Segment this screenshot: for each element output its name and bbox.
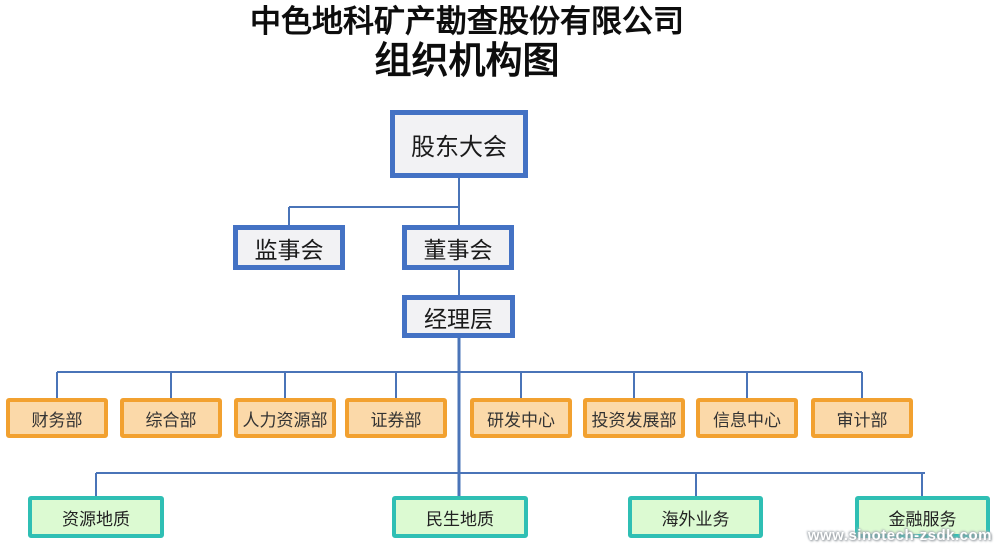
node-label: 综合部 <box>145 410 197 430</box>
department-node: 研发中心 <box>470 398 572 438</box>
subsidiary-node: 金融服务 <box>855 496 990 538</box>
node-shareholders-meeting: 股东大会 <box>390 110 528 178</box>
node-label: 经理层 <box>424 305 493 332</box>
department-node: 综合部 <box>120 398 222 438</box>
department-node: 投资发展部 <box>583 398 685 438</box>
node-label: 董事会 <box>423 236 493 263</box>
subsidiary-node: 海外业务 <box>628 496 763 538</box>
department-node: 财务部 <box>6 398 108 438</box>
node-label: 投资发展部 <box>591 410 677 430</box>
node-label: 股东大会 <box>411 133 507 161</box>
node-supervisory-board: 监事会 <box>233 225 345 270</box>
node-label: 证券部 <box>370 410 422 430</box>
node-label: 监事会 <box>254 236 324 263</box>
node-management: 经理层 <box>402 295 515 338</box>
node-label: 财务部 <box>31 410 83 430</box>
subsidiary-node: 民生地质 <box>392 496 528 538</box>
department-node: 信息中心 <box>696 398 798 438</box>
node-label: 研发中心 <box>487 410 555 430</box>
node-label: 金融服务 <box>888 509 957 529</box>
department-node: 审计部 <box>811 398 913 438</box>
node-label: 人力资源部 <box>242 410 328 430</box>
org-chart-title: 中色地科矿产勘查股份有限公司 组织机构图 <box>0 4 934 83</box>
node-label: 民生地质 <box>426 509 494 529</box>
node-label: 海外业务 <box>661 509 730 529</box>
subsidiary-node: 资源地质 <box>28 496 164 538</box>
node-label: 资源地质 <box>62 509 130 529</box>
node-board-of-directors: 董事会 <box>402 225 514 270</box>
title-line-1: 中色地科矿产勘查股份有限公司 <box>250 4 684 39</box>
node-label: 信息中心 <box>713 410 781 430</box>
department-node: 人力资源部 <box>234 398 336 438</box>
node-label: 审计部 <box>836 410 888 430</box>
watermark: www.sinotech-zsdk.com <box>807 527 992 544</box>
department-node: 证券部 <box>345 398 447 438</box>
title-line-2: 组织机构图 <box>374 39 560 81</box>
